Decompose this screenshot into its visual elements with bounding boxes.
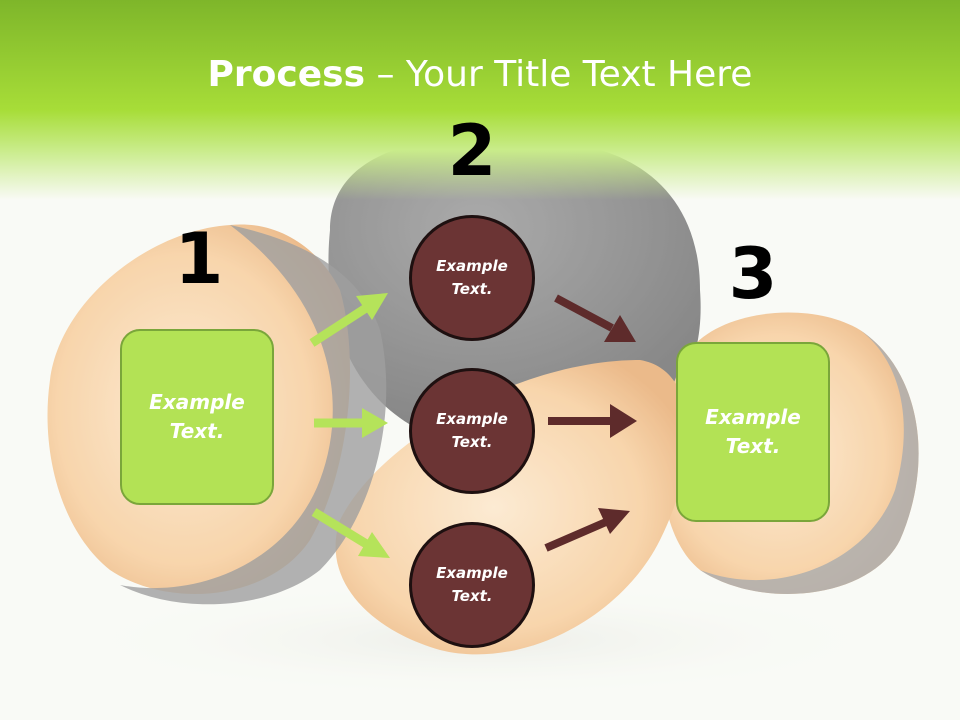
step-2-circle-bottom[interactable]: Example Text. <box>409 522 535 648</box>
title-bold: Process <box>207 54 366 95</box>
arrow-brown-mid <box>548 404 637 438</box>
header-band <box>0 0 960 200</box>
arrow-green-up <box>309 293 388 347</box>
step-3-box[interactable]: Example Text. <box>676 342 830 522</box>
step-number-3: 3 <box>728 233 778 315</box>
circle-top-text: Example Text. <box>436 257 508 298</box>
arrow-brown-down <box>554 294 636 342</box>
circle-middle-text: Example Text. <box>436 410 508 451</box>
title-rest: – Your Title Text Here <box>365 54 753 95</box>
step-1-box[interactable]: Example Text. <box>120 329 274 505</box>
step-1-text: Example Text. <box>149 390 245 443</box>
slide-title: Process – Your Title Text Here <box>0 50 960 100</box>
circle-bottom-text: Example Text. <box>436 564 508 605</box>
step-number-2: 2 <box>447 110 497 192</box>
step-number-1: 1 <box>174 218 224 300</box>
step-3-text: Example Text. <box>705 405 801 458</box>
arrow-green-down <box>311 508 390 558</box>
step-2-circle-middle[interactable]: Example Text. <box>409 368 535 494</box>
arrow-green-mid <box>314 408 388 438</box>
arrow-brown-up <box>544 508 630 552</box>
step-2-circle-top[interactable]: Example Text. <box>409 215 535 341</box>
